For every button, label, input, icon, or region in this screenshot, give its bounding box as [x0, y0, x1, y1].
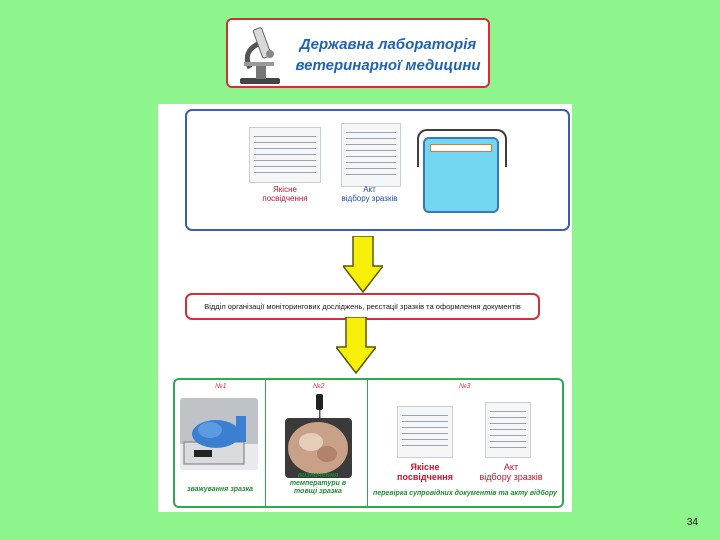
documents-panel: Якісне посвідчення Акт відбору зразків	[185, 109, 570, 231]
quality-certificate-image	[397, 406, 453, 458]
quality-certificate-label: Якісне посвідчення	[397, 462, 453, 482]
title-line-1: Державна лабораторія	[299, 36, 477, 53]
lab-title-banner: Державна лабораторія ветеринарної медици…	[226, 18, 490, 88]
quality-certificate-label: Якісне посвідчення	[262, 185, 308, 203]
title-line-2: ветеринарної медицини	[295, 57, 481, 74]
scales-photo	[180, 398, 258, 470]
microscope-icon	[240, 27, 280, 84]
sampling-act-image	[341, 123, 401, 187]
step-1-number: №1	[215, 383, 227, 390]
step-3-number: №3	[459, 383, 471, 390]
arrow-down-icon	[343, 236, 383, 294]
step-2-number: №2	[313, 383, 325, 390]
sampling-act-label: Акт відбору зразків	[479, 462, 543, 482]
container-handle	[417, 129, 507, 167]
step-3-caption: перевірка супровідних документів та акту…	[373, 490, 557, 497]
divider	[265, 380, 266, 506]
quality-certificate-image	[249, 127, 321, 183]
department-panel: Відділ організації моніторингових дослід…	[185, 293, 540, 320]
procedures-panel: №1 №2 №3 Якісне посвідчення Акт відбору …	[173, 378, 564, 508]
arrow-down-icon	[336, 317, 376, 375]
divider	[367, 380, 368, 506]
frozen-meat-photo	[285, 418, 352, 478]
page-number: 34	[686, 517, 698, 528]
sampling-act-label: Акт відбору зразків	[341, 185, 398, 203]
container-tag	[430, 144, 492, 152]
sampling-act-image	[485, 402, 531, 458]
department-text: Відділ організації моніторингових дослід…	[204, 302, 521, 311]
step-1-caption: зважування зразка	[186, 486, 254, 493]
step-2-caption: визначення температури в товщі зразка	[289, 472, 347, 495]
